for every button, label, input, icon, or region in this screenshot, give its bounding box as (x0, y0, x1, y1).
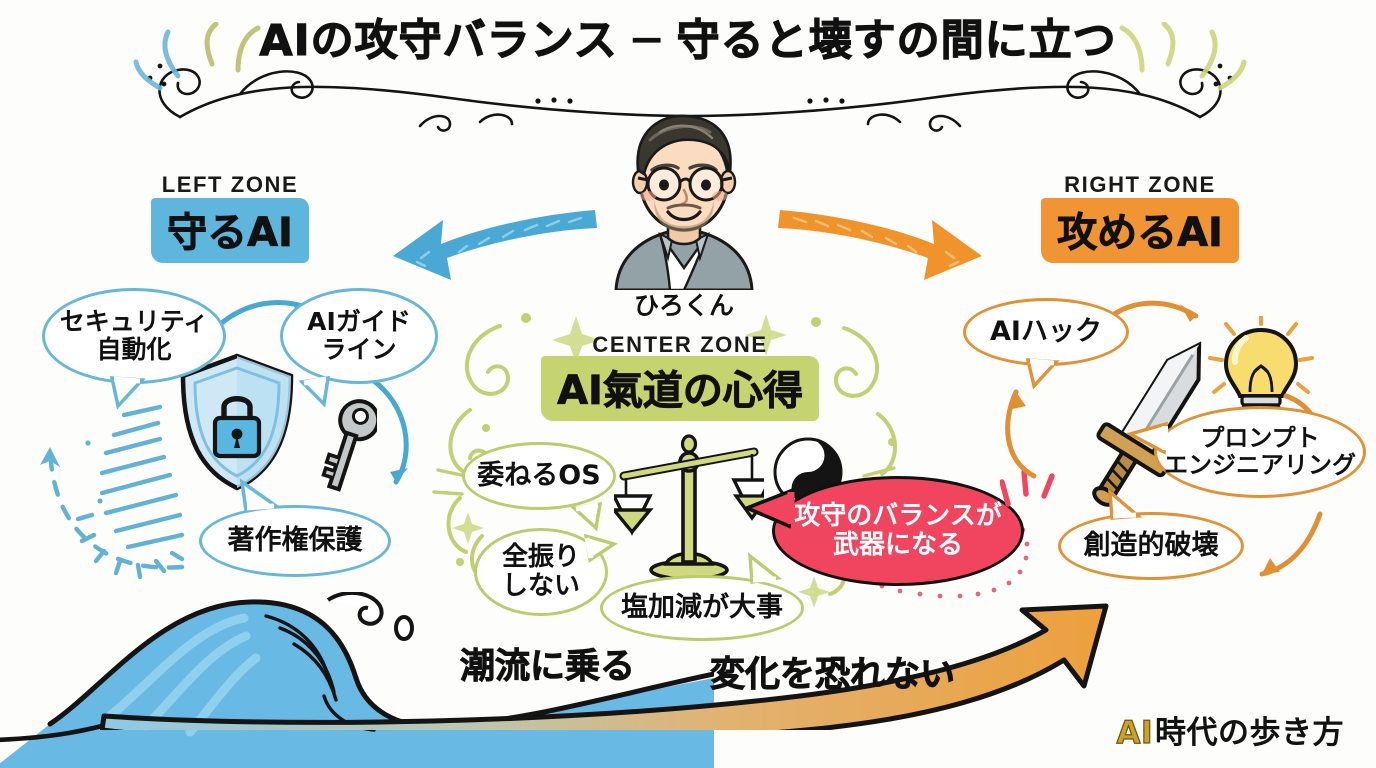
bubble-tail-icon (239, 478, 281, 512)
bubble-line-1: プロンプト (1200, 424, 1320, 453)
bubble-line-2: 自動化 (96, 335, 172, 364)
left-connector-arrow2-icon (367, 375, 409, 485)
callout-tail-icon (745, 487, 796, 529)
avatar-name-label: ひろくん (633, 291, 734, 320)
zone-kicker-center: CENTER ZONE (592, 332, 768, 357)
bubble-line-1: セキュリティ (59, 307, 209, 336)
signature: AI時代の歩き方 (1116, 707, 1344, 752)
bubble-copyright-protection[interactable]: 著作権保護 (199, 505, 391, 577)
zone-title-center: AI氣道の心得 (541, 356, 819, 421)
bubble-line-2: ライン (321, 335, 397, 364)
bubble-tail-icon (298, 376, 331, 408)
bubble-line-2: エンジニアリング (1164, 451, 1356, 479)
person-avatar-icon (614, 114, 754, 290)
bubble-line-1: 創造的破壊 (1083, 529, 1219, 561)
callout-line-2: 武器になる (832, 530, 963, 560)
page-title: AIの攻守バランス ─ 守ると壊すの間に立つ (259, 16, 1117, 66)
big-left-arrow-icon (393, 210, 597, 280)
sparkle-burst-icon (40, 404, 185, 580)
bubble-prompt-engineering[interactable]: プロンプト エンジニアリング (1154, 406, 1366, 498)
shield-lock-icon (180, 353, 294, 491)
bubble-line-1: 著作権保護 (227, 524, 363, 556)
bubble-tail-icon (1025, 358, 1060, 390)
zone-title-center-wrap: AI氣道の心得 (500, 356, 860, 421)
lightbulb-icon (1208, 316, 1314, 425)
signature-text: 時代の歩き方 (1155, 715, 1344, 751)
zone-title-right-wrap: 攻めるAI (1000, 198, 1280, 263)
bubble-line-1: 委ねるOS (477, 459, 601, 491)
key-icon (321, 399, 377, 492)
bubble-line-2: しない (501, 571, 580, 601)
callout-line-1: 攻守のバランスが (794, 500, 1002, 531)
bubble-tail-icon (1107, 488, 1143, 520)
bubble-ai-hack[interactable]: AIハック (963, 298, 1129, 366)
bubble-creative-destruction[interactable]: 創造的破壊 (1058, 512, 1244, 580)
bubble-line-1: 塩加減が大事 (621, 591, 783, 623)
zone-title-left: 守るAI (151, 198, 309, 263)
bottom-caption-right: 変化を恐れない (710, 655, 956, 696)
bubble-security-automation[interactable]: セキュリティ 自動化 (42, 288, 226, 384)
bubble-tail-icon (583, 534, 618, 563)
balance-scale-icon (614, 434, 764, 581)
zone-kicker-right: RIGHT ZONE (1064, 172, 1216, 197)
rising-arrow-icon (100, 603, 1109, 730)
bubble-line-1: AIガイド (307, 307, 411, 336)
zone-title-right: 攻めるAI (1041, 198, 1239, 263)
big-right-arrow-icon (778, 210, 982, 280)
bubble-tail-icon (570, 502, 603, 532)
bubble-tail-icon (109, 376, 146, 410)
bottom-caption-left: 潮流に乗る (460, 647, 636, 688)
bubble-line-1: AIハック (990, 315, 1102, 347)
right-connector-arrow4-icon (1005, 389, 1037, 479)
callout-emphasis-lines-icon (1000, 469, 1055, 507)
bubble-salt-balance[interactable]: 塩加減が大事 (600, 575, 804, 641)
zone-title-left-wrap: 守るAI (100, 198, 360, 263)
signature-ai-mark: AI (1116, 714, 1153, 751)
bubble-delegate-os[interactable]: 委ねるOS (462, 442, 616, 510)
zone-kicker-left: LEFT ZONE (161, 172, 299, 197)
sword-icon (1092, 341, 1202, 507)
bubble-tail-icon (1126, 421, 1168, 455)
bubble-tail-icon (748, 552, 783, 584)
right-connector-arrow3-icon (1259, 511, 1323, 577)
page-title-container: AIの攻守バランス ─ 守ると壊すの間に立つ (0, 16, 1376, 66)
bubble-ai-guideline[interactable]: AIガイド ライン (280, 288, 438, 384)
callout-balance-is-weapon[interactable]: 攻守のバランスが 武器になる (772, 476, 1024, 586)
bubble-line-1: 全振り (501, 541, 580, 572)
